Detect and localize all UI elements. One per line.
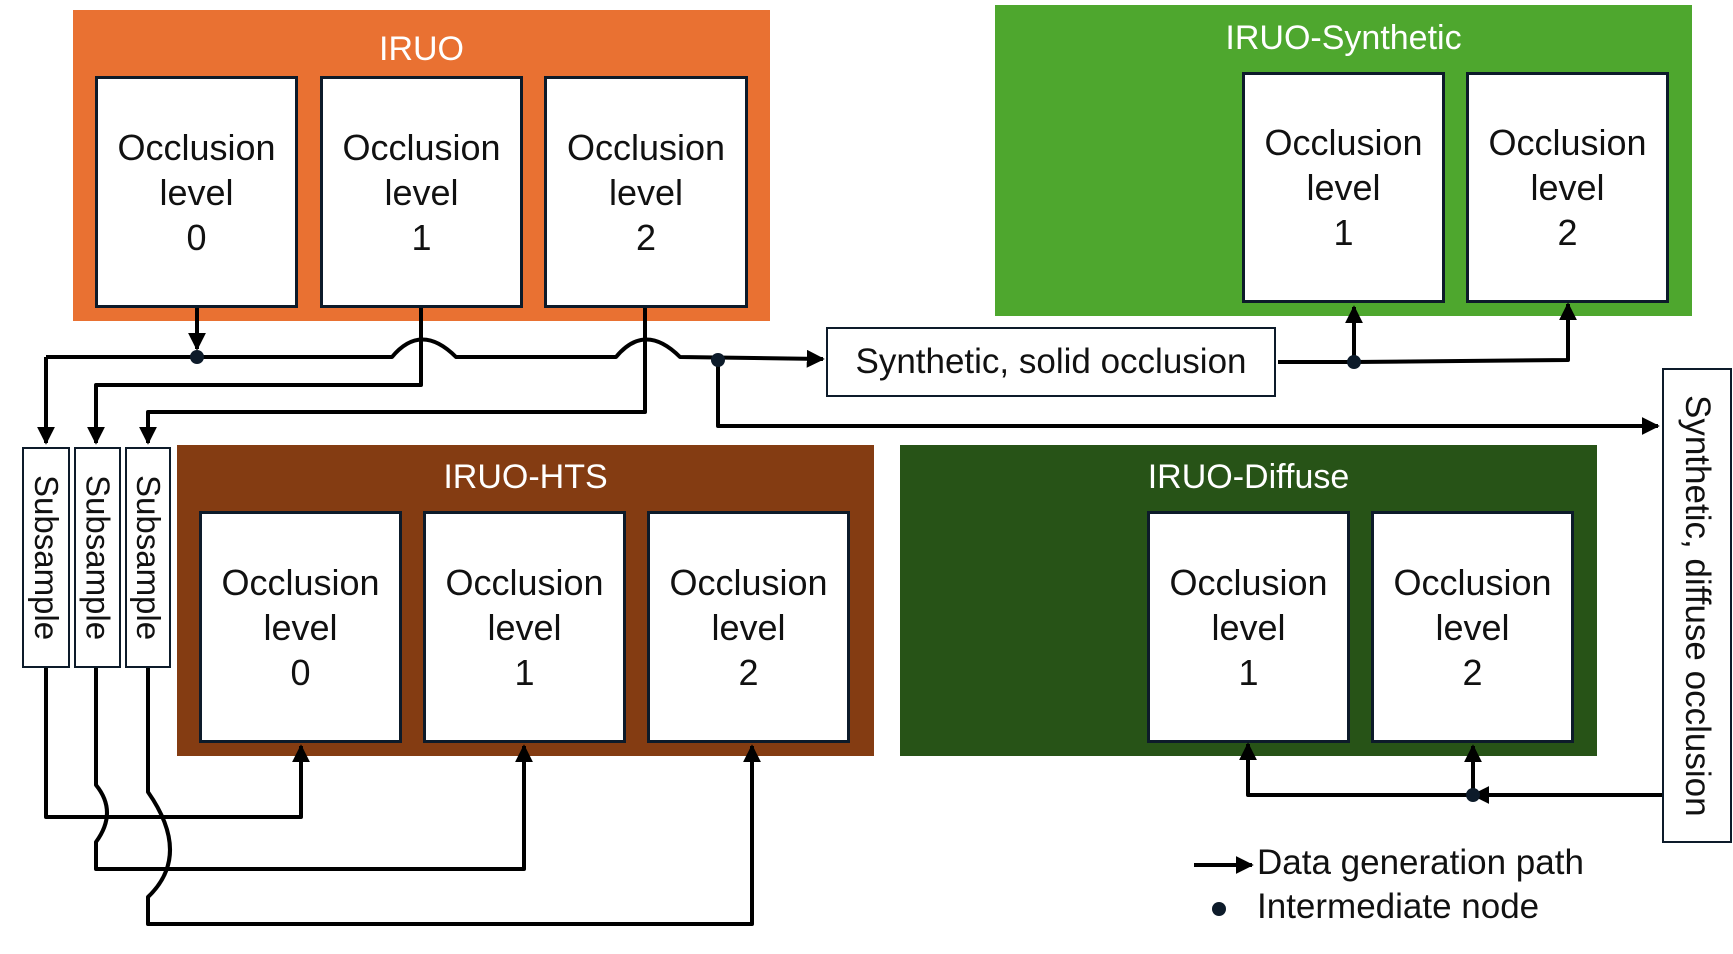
intermediate-node xyxy=(190,350,204,364)
level-word: level xyxy=(384,171,459,213)
group-synthetic-title: IRUO-Synthetic xyxy=(1225,19,1462,57)
level-word: level xyxy=(1435,606,1510,648)
level-word: Occlusion xyxy=(221,561,380,603)
group-diffuse-title: IRUO-Diffuse xyxy=(1147,458,1350,496)
hts-level-1-box: Occlusion level 1 xyxy=(423,511,626,743)
level-number: 2 xyxy=(1557,212,1578,253)
process-subsample-0: Subsample xyxy=(22,447,70,668)
level-word: Occlusion xyxy=(566,126,726,168)
level-number: 1 xyxy=(1238,651,1259,693)
process-subsample-1: Subsample xyxy=(74,447,121,668)
synthetic-level-1-box: Occlusion level 1 xyxy=(1242,72,1445,303)
level-word: level xyxy=(711,606,786,648)
level-number: 2 xyxy=(635,216,657,258)
level-number: 1 xyxy=(411,216,432,258)
level-number: 2 xyxy=(1462,651,1483,693)
level-word: level xyxy=(263,606,338,648)
process-subsample-2: Subsample xyxy=(125,447,171,668)
process-synthetic-diffuse-occlusion: Synthetic, diffuse occlusion xyxy=(1662,368,1732,843)
level-word: level xyxy=(1306,167,1381,208)
level-word: Occlusion xyxy=(669,561,828,603)
level-number: 2 xyxy=(738,651,759,693)
synthetic-level-2-box: Occlusion level 2 xyxy=(1466,72,1669,303)
group-hts-title: IRUO-HTS xyxy=(443,458,608,496)
edge-iruo1-to-subsample-1 xyxy=(87,308,423,445)
level-word: Occlusion xyxy=(117,126,276,168)
level-word: level xyxy=(608,171,684,213)
edge-subsample-0-to-hts-0 xyxy=(44,668,310,819)
edge-iruo2-to-subsample-2 xyxy=(139,308,647,445)
edge-subsample-1-to-hts-1 xyxy=(94,668,533,871)
level-number: 0 xyxy=(186,216,207,258)
level-number: 1 xyxy=(1333,212,1354,253)
diffuse-level-2-box: Occlusion level 2 xyxy=(1371,511,1574,743)
edge-main-line xyxy=(46,337,825,368)
edge-subsample-2-to-hts-2 xyxy=(146,668,761,926)
hts-level-0-box: Occlusion level 0 xyxy=(199,511,402,743)
level-word: Occlusion xyxy=(1488,122,1647,163)
level-word: Occlusion xyxy=(445,561,604,603)
edge-solid-to-synthetic xyxy=(1278,302,1577,364)
intermediate-node xyxy=(1466,788,1480,802)
level-word: level xyxy=(1530,167,1605,208)
intermediate-node xyxy=(1347,355,1361,369)
hts-level-2-box: Occlusion level 2 xyxy=(647,511,850,743)
level-word: Occlusion xyxy=(1393,561,1552,603)
legend-node-dot xyxy=(1212,902,1226,916)
intermediate-node xyxy=(711,353,725,367)
level-word: Occlusion xyxy=(1169,561,1328,603)
process-synthetic-solid-occlusion: Synthetic, solid occlusion xyxy=(826,327,1276,397)
diffuse-level-1-box: Occlusion level 1 xyxy=(1147,511,1350,743)
level-number: 1 xyxy=(514,651,535,693)
legend-path-label: Data generation path xyxy=(1257,843,1584,882)
level-word: Occlusion xyxy=(342,126,501,168)
level-word: Occlusion xyxy=(1264,122,1423,163)
level-number: 0 xyxy=(290,651,311,693)
iruo-level-1-box: Occlusion level 1 xyxy=(320,76,523,308)
level-word: level xyxy=(159,171,234,213)
legend-node-label: Intermediate node xyxy=(1257,887,1540,926)
edge-node-to-diffuse xyxy=(716,361,1660,435)
edge-diffuse-node-to-level-1 xyxy=(1239,742,1473,797)
iruo-level-2-box: Occlusion level 2 xyxy=(544,76,748,308)
level-word: level xyxy=(1211,606,1286,648)
group-iruo-title: IRUO xyxy=(379,30,464,68)
level-word: level xyxy=(487,606,562,648)
iruo-level-0-box: Occlusion level 0 xyxy=(95,76,298,308)
